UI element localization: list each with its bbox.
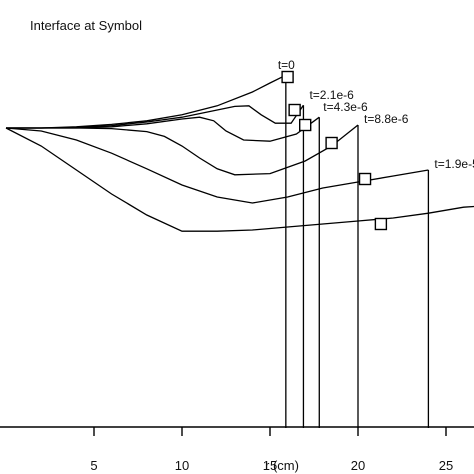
interface-marker-0 xyxy=(281,70,294,84)
series-label-1: t=2.1e-6 xyxy=(309,88,354,102)
x-tick-label-4: 25 xyxy=(439,458,453,473)
interface-marker-3 xyxy=(325,136,338,150)
interface-marker-2 xyxy=(299,118,312,132)
series-line-0 xyxy=(6,74,287,129)
series-line-5 xyxy=(5,127,474,232)
series-line-3 xyxy=(6,124,359,176)
chart-title: Interface at Symbol xyxy=(30,18,142,33)
series-label-4: t=1.9e-5 xyxy=(434,157,474,171)
series-label-3: t=8.8e-6 xyxy=(364,112,409,126)
interface-marker-5 xyxy=(374,217,388,231)
chart-series-labels: t=0 t=2.1e-6t=4.3e-6t=8.8e-6 t=1.9e-5 xyxy=(278,58,474,171)
interface-marker-4 xyxy=(358,172,372,186)
x-tick-label-0: 5 xyxy=(90,458,97,473)
x-tick-label-3: 20 xyxy=(351,458,365,473)
series-line-1 xyxy=(6,104,304,129)
series-label-2: t=4.3e-6 xyxy=(323,100,368,114)
chart-vertical-lines xyxy=(285,75,430,428)
x-axis-ticks: 5 10 15 20 25 xyxy=(90,427,453,473)
x-tick-label-1: 10 xyxy=(175,458,189,473)
chart-interface-markers xyxy=(281,70,388,231)
x-tick-label-2: 15 xyxy=(263,458,277,473)
chart-curves xyxy=(5,74,474,232)
interface-marker-1 xyxy=(288,103,301,117)
series-label-0: t=0 xyxy=(278,58,295,72)
x-axis-label: r (cm) xyxy=(265,458,299,473)
